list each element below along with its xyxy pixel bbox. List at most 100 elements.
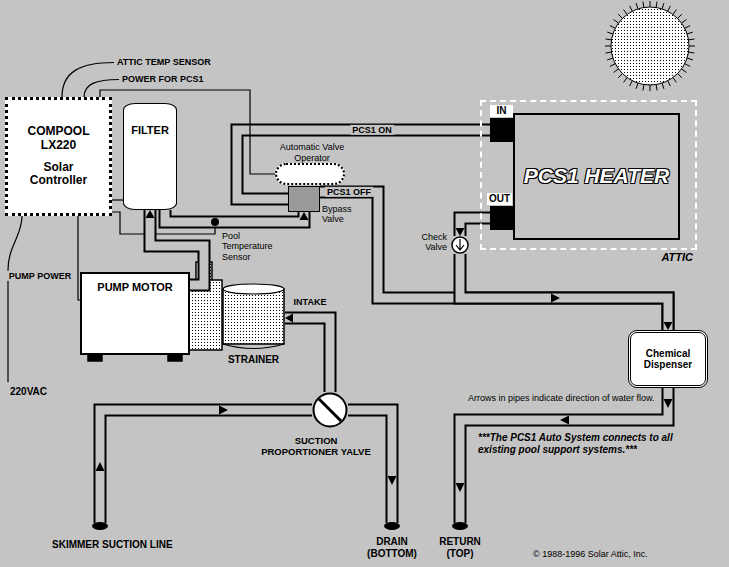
- pipe-connector: [165, 210, 309, 222]
- drawing-stroke: [668, 6, 671, 11]
- pipe-wall: [285, 318, 330, 392]
- drawing-stroke: [682, 69, 687, 73]
- sun: [605, 1, 695, 91]
- suction-valve: SUCTION PROPORTIONER YALVE: [312, 392, 348, 428]
- heater-box: PCS1 HEATER: [513, 113, 680, 240]
- valve-operator: Automatic Valve Operator: [275, 163, 345, 185]
- drawing-stroke: [607, 58, 613, 60]
- wire-label: ATTIC TEMP SENSOR: [117, 57, 211, 67]
- drawing-stroke: [96, 462, 105, 471]
- edge-label: INTAKE: [292, 297, 329, 307]
- drawing-stroke: [668, 81, 671, 86]
- pipe-connector: [285, 314, 330, 393]
- edge-label: PCS1 ON: [350, 125, 394, 135]
- drawing-stroke: [605, 1, 695, 91]
- pipe-bore: [165, 210, 304, 222]
- drawing-stroke: [642, 85, 644, 91]
- node-text: Solar Controller: [22, 161, 96, 189]
- note: ***The PCS1 Auto System connects to all …: [478, 432, 696, 455]
- drawing-stroke: [168, 355, 182, 361]
- sensor-dot: [211, 218, 219, 226]
- drawing-stroke: [84, 80, 119, 98]
- drawing-stroke: [551, 294, 560, 303]
- drawing-stroke: [610, 64, 615, 67]
- drawing-stroke: [605, 46, 611, 47]
- arrow-head: [285, 314, 293, 323]
- pipe-bore: [460, 254, 668, 330]
- drawing-stroke: [614, 69, 619, 73]
- copyright: © 1988-1996 Solar Attic, Inc.: [533, 549, 648, 559]
- port-label: IN: [490, 105, 513, 117]
- pipe-bore: [285, 318, 330, 392]
- wire-connector: [112, 200, 123, 201]
- drawing-stroke: [630, 81, 633, 86]
- node-text: Bypass Valve: [322, 204, 364, 225]
- drawing-stroke: [618, 14, 622, 18]
- drawing-stroke: [685, 26, 690, 29]
- check-valve: Check Valve: [451, 236, 469, 254]
- pipe-wall: [460, 254, 668, 330]
- drawing-stroke: [560, 416, 569, 425]
- drawing-stroke: [219, 406, 228, 415]
- edge-label: PCS1 OFF: [325, 187, 373, 197]
- arrow-head: [664, 322, 673, 330]
- drawing-stroke: [100, 388, 668, 524]
- drawing-stroke: [610, 26, 615, 29]
- valve-symbol: [312, 392, 348, 428]
- arrow-head: [146, 210, 155, 218]
- note: Arrows in pipes indicate direction of wa…: [468, 393, 655, 403]
- drawing-stroke: [656, 2, 658, 8]
- node-text: PUMP MOTOR: [97, 281, 172, 294]
- drawing-stroke: [100, 388, 668, 523]
- drawing-stroke: [456, 239, 464, 250]
- drawing-stroke: [678, 14, 682, 18]
- drawing-stroke: [490, 206, 513, 230]
- pump-motor: PUMP MOTOR: [80, 272, 190, 355]
- drawing-stroke: [490, 118, 513, 142]
- drawing-stroke: [650, 85, 651, 91]
- drawing-stroke: [636, 3, 638, 9]
- drawing-stroke: [642, 2, 644, 8]
- attic-region: ATTICPCS1 HEATER: [480, 100, 697, 250]
- pipe-label: RETURN (TOP): [432, 536, 488, 559]
- drawing-stroke: [689, 38, 695, 40]
- drawing-stroke: [630, 6, 633, 11]
- controller-box: COMPOOL LX220Solar Controller: [5, 97, 112, 216]
- drawing-stroke: [685, 64, 690, 67]
- node-text: SUCTION PROPORTIONER YALVE: [260, 436, 372, 458]
- drawing-stroke: [618, 74, 622, 78]
- drawing-stroke: [687, 58, 693, 60]
- drawing-stroke: [656, 85, 658, 91]
- wire-line: [112, 199, 123, 200]
- node-text: Check Valve: [409, 232, 447, 253]
- drawing-stroke: [384, 522, 400, 530]
- node-text: FILTER: [131, 124, 169, 137]
- pipe-openings: [92, 522, 468, 530]
- pool-pipes: [100, 388, 668, 524]
- drawing-stroke: [319, 399, 341, 421]
- port-label: OUT: [487, 193, 512, 205]
- drawing-stroke: [8, 216, 22, 382]
- drawing-stroke: [223, 344, 284, 349]
- drawing-stroke: [452, 237, 468, 253]
- power-label: 220VAC: [10, 386, 47, 398]
- node-text: Chemical Dispenser: [634, 348, 702, 371]
- drawing-stroke: [689, 46, 695, 47]
- edge-label: PUMP POWER: [7, 271, 73, 281]
- drawing-stroke: [223, 284, 284, 294]
- drawing-stroke: [689, 52, 695, 54]
- arrow-head: [456, 228, 465, 236]
- node-text: ATTIC: [661, 251, 693, 264]
- drawing-stroke: [673, 78, 677, 83]
- drawing-stroke: [664, 399, 673, 408]
- drawing-stroke: [682, 20, 687, 24]
- pipe-label: DRAIN (BOTTOM): [364, 536, 420, 559]
- drawing-stroke: [614, 20, 619, 24]
- strainer-symbol: [222, 283, 285, 350]
- drawing-stroke: [456, 483, 465, 492]
- check-valve-symbol: [451, 236, 469, 254]
- drawing-stroke: [88, 355, 102, 361]
- drawing-stroke: [223, 289, 284, 344]
- filter-tank: FILTER: [123, 103, 177, 210]
- drawing-stroke: [452, 522, 468, 530]
